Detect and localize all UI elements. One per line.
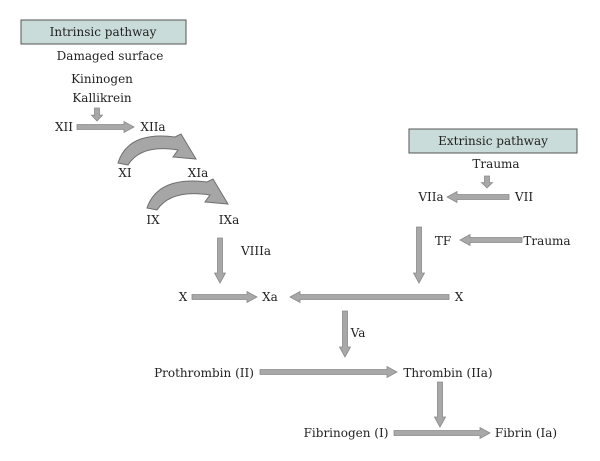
factor-va-label: Va — [350, 326, 366, 340]
factor-xi-label: XI — [118, 166, 132, 180]
damaged-surface-label: Damaged surface — [57, 49, 164, 63]
arrow-xright-to-xa — [289, 290, 450, 304]
factor-xa-label: Xa — [262, 290, 278, 304]
intrinsic-pathway-header: Intrinsic pathway — [20, 19, 187, 45]
factor-ixa-label: IXa — [219, 213, 239, 227]
kallikrein-label: Kallikrein — [72, 91, 132, 105]
arrow-kallikrein-down — [90, 107, 104, 122]
factor-xiia-label: XIIa — [140, 120, 165, 134]
arrow-xii-to-xiia — [76, 120, 135, 134]
trauma-right-label: Trauma — [523, 234, 570, 248]
arrow-vii-to-viia — [446, 190, 510, 204]
tissue-factor-label: TF — [435, 234, 451, 248]
prothrombin-label: Prothrombin (II) — [154, 366, 254, 380]
arrow-thrombin-to-fibrinogen-conv — [433, 381, 447, 428]
arrows — [76, 107, 523, 440]
factor-xii-label: XII — [55, 120, 73, 134]
arrow-fibrinogen-to-fibrin — [393, 426, 491, 440]
arrow-prothrombin-to-thrombin — [259, 365, 398, 379]
factor-vii-label: VII — [514, 190, 533, 204]
factor-ix-label: IX — [146, 213, 160, 227]
curved-arrow-ix-to-ixa — [146, 178, 229, 211]
arrow-x-to-xa — [191, 290, 258, 304]
factor-xia-label: XIa — [188, 166, 208, 180]
fibrinogen-label: Fibrinogen (I) — [304, 426, 389, 440]
extrinsic-pathway-title: Extrinsic pathway — [438, 134, 548, 148]
arrow-trauma-to-viia — [480, 175, 494, 189]
kininogen-label: Kininogen — [71, 72, 133, 86]
arrow-trauma-to-tf — [459, 233, 523, 247]
arrow-xa-to-prothrombin-conv — [338, 310, 352, 358]
trauma-top-label: Trauma — [472, 157, 519, 171]
fibrin-label: Fibrin (Ia) — [495, 426, 557, 440]
factor-x-right-label: X — [455, 290, 464, 304]
intrinsic-pathway-title: Intrinsic pathway — [50, 25, 157, 39]
arrow-viia-to-xa — [412, 226, 426, 284]
arrow-ixa-to-xa — [213, 237, 227, 284]
curved-arrow-xi-to-xia — [117, 133, 197, 166]
extrinsic-pathway-header: Extrinsic pathway — [408, 128, 578, 154]
factor-viia-label: VIIa — [417, 190, 443, 204]
thrombin-label: Thrombin (IIa) — [403, 366, 492, 380]
factor-x-left-label: X — [179, 290, 188, 304]
factor-viiia-label: VIIIa — [240, 244, 271, 258]
